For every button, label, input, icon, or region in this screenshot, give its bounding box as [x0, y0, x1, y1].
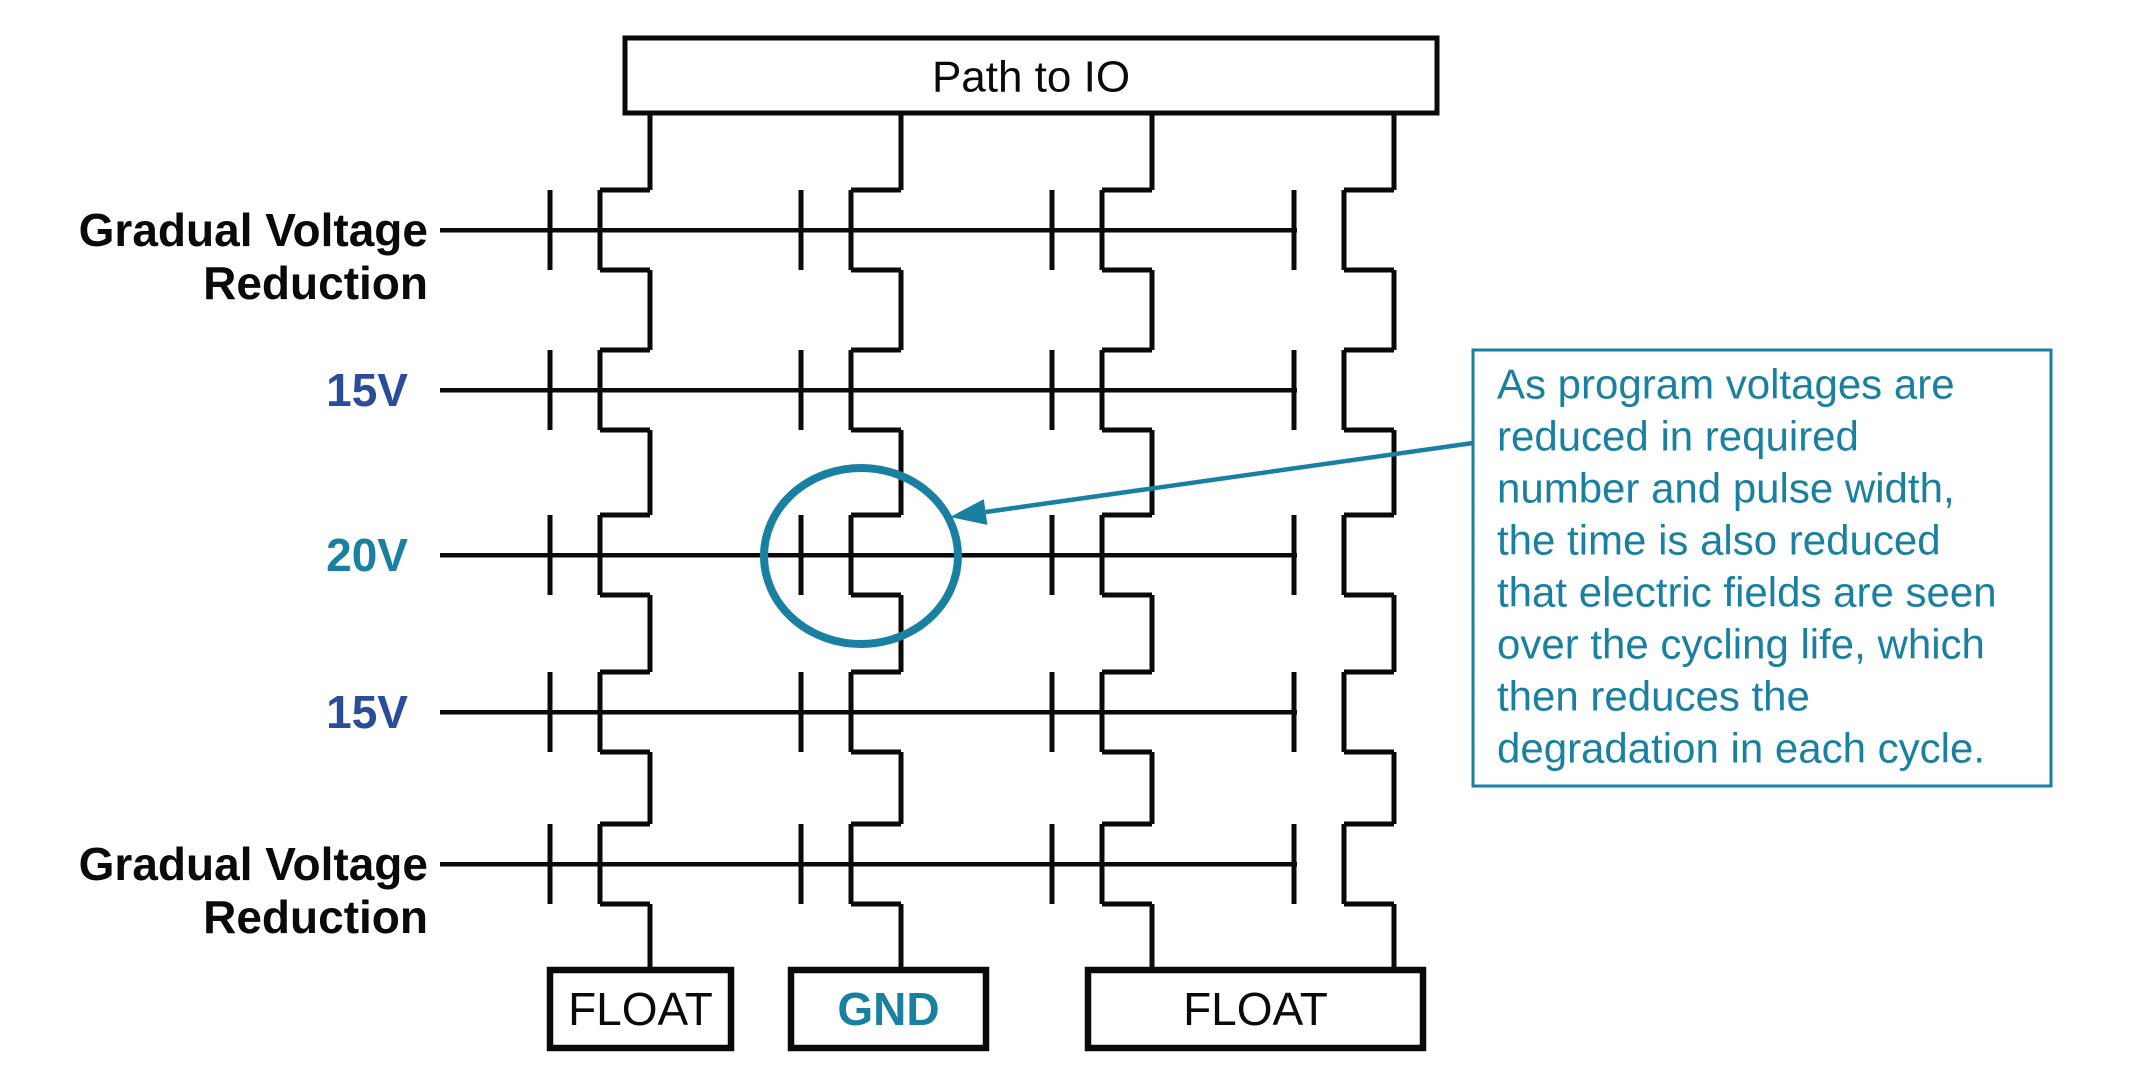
terminal-box-gnd — [787, 966, 990, 1052]
highlight-circle — [760, 464, 962, 648]
callout-text-line: the time is also reduced — [1497, 517, 1941, 564]
callout-text-line: reduced in required — [1497, 413, 1859, 460]
wordline-label-row1-line2: Reduction — [203, 257, 428, 309]
wordline-label-row5-line2: Reduction — [203, 891, 428, 943]
callout-text-line: then reduces the — [1497, 673, 1810, 720]
wordline-label-row5-line1: Gradual Voltage — [79, 838, 428, 890]
path-to-io-group: Path to IO — [622, 35, 1440, 116]
callout-arrow-line — [985, 440, 1474, 515]
callout-box — [1471, 348, 2053, 788]
bit-lines-and-channels — [597, 113, 1397, 970]
wordline-label-row1-line1: Gradual Voltage — [79, 204, 428, 256]
path-to-io-box — [622, 35, 1440, 116]
callout-text: As program voltages are reduced in requir… — [1497, 361, 1997, 772]
word-lines — [440, 227, 1297, 867]
callout-text-line: As program voltages are — [1497, 361, 1955, 408]
callout-text-line: degradation in each cycle. — [1497, 725, 1985, 772]
callout-text-line: number and pulse width, — [1497, 465, 1955, 512]
terminal-box-float-right — [1084, 966, 1427, 1052]
terminal-boxes: FLOAT GND FLOAT — [546, 966, 1427, 1052]
wordline-label-row4-line1: 15V — [326, 686, 408, 738]
callout-arrow-head — [950, 499, 988, 525]
wordline-label-row3-line1: 20V — [326, 529, 408, 581]
callout-text-line: that electric fields are seen — [1497, 569, 1997, 616]
callout-group: As program voltages are reduced in requir… — [1471, 348, 2053, 788]
cell-array-wiring — [440, 113, 1397, 970]
wordline-label-row2-line1: 15V — [326, 364, 408, 416]
terminal-label-float-right: FLOAT — [1183, 983, 1328, 1035]
wordline-labels: Gradual VoltageReduction15V20V15VGradual… — [79, 204, 428, 943]
terminal-label-gnd: GND — [837, 983, 939, 1035]
callout-text-line: over the cycling life, which — [1497, 621, 1985, 668]
terminal-label-float-left: FLOAT — [568, 983, 713, 1035]
path-to-io-label: Path to IO — [932, 53, 1130, 102]
terminal-box-float-left — [546, 966, 735, 1052]
gate-bars — [547, 190, 1297, 904]
